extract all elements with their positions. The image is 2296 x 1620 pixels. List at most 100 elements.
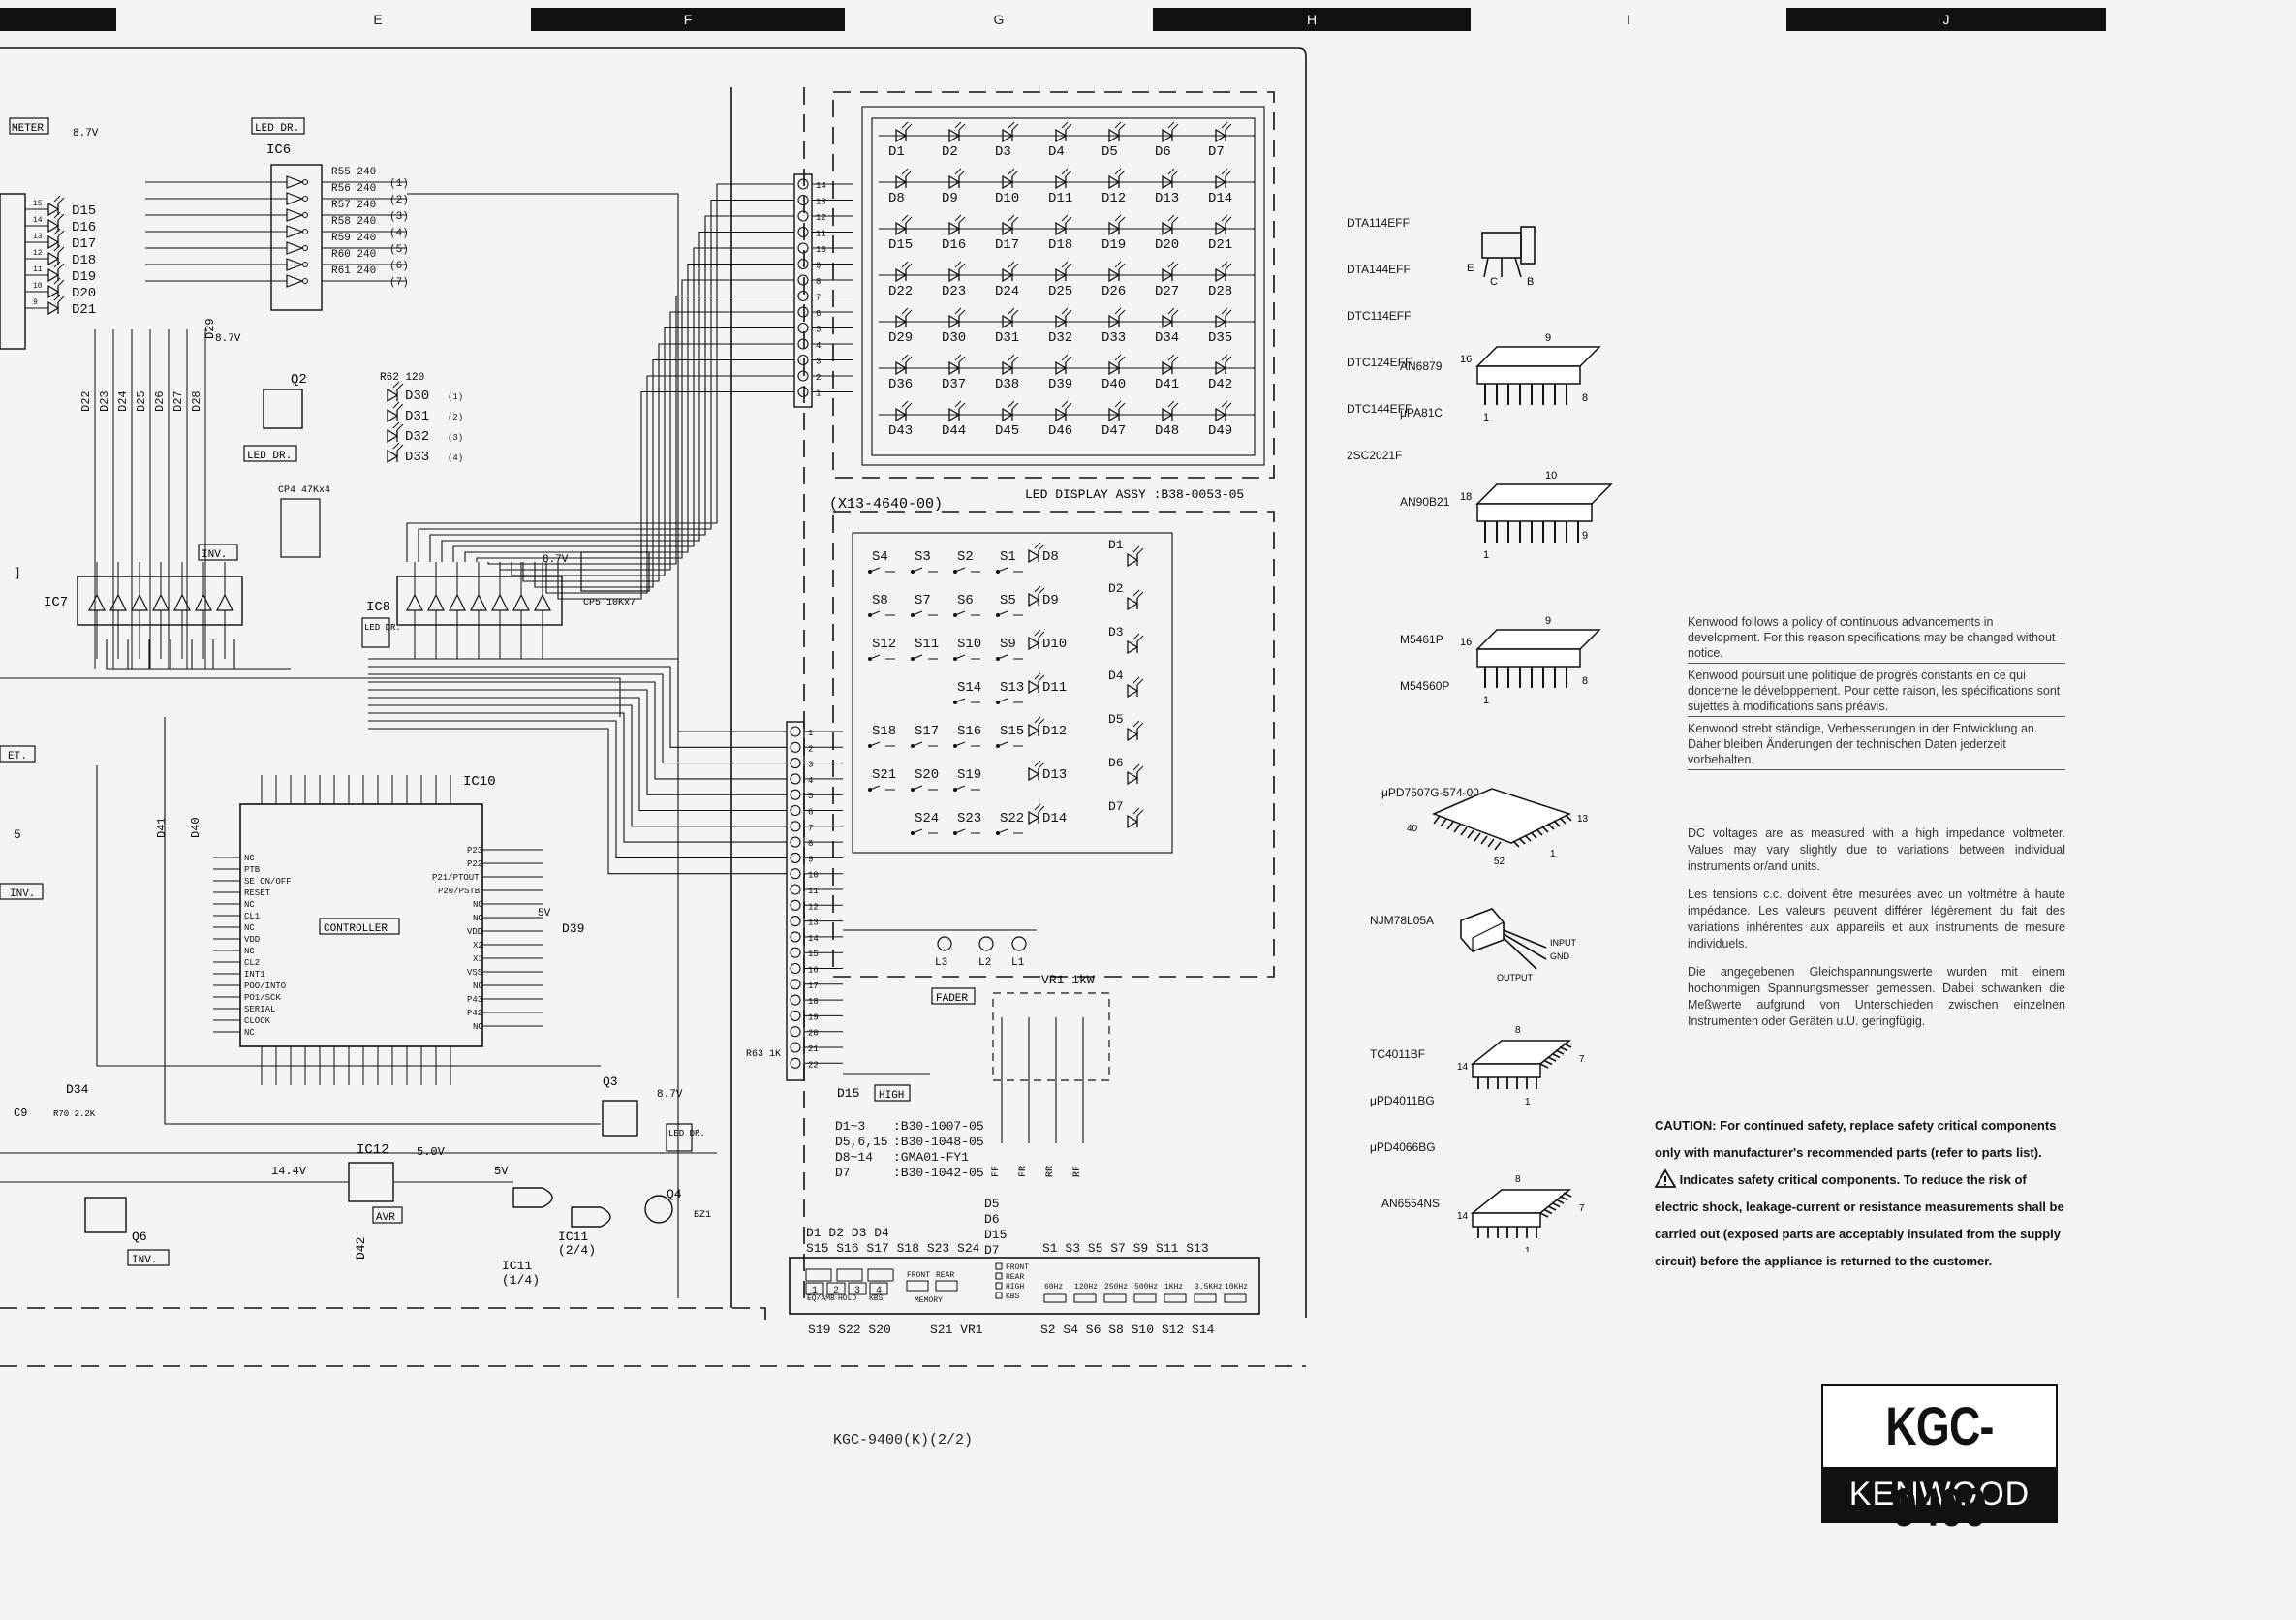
q6-label: Q6 — [132, 1230, 147, 1244]
panel-number-label-1: 2 — [833, 1286, 839, 1296]
model-badge: KGC-9400 KENWOOD — [1821, 1384, 2058, 1538]
meter-voltage: 8.7V — [73, 128, 99, 140]
eq-band-label-2: 250Hz — [1104, 1283, 1128, 1292]
indicator-led-label-2: D3 — [1108, 625, 1124, 639]
connector-led-pin-number-11: 4 — [816, 341, 821, 351]
vertical-led-label-2: D24 — [116, 390, 130, 412]
part-dip18-line-0: AN90B21 — [1400, 495, 1450, 509]
dip16-pin-label-first: 1 — [1483, 412, 1489, 423]
indicator-led-label-6: D7 — [1108, 799, 1124, 814]
connector-led-pin-number-13: 2 — [816, 373, 821, 383]
soic14-pin-label-0: 8 — [1515, 1025, 1521, 1036]
ic7-label: IC7 — [44, 595, 68, 610]
connector-switch-pin-19 — [790, 1010, 801, 1021]
led-matrix-label-5-2: D38 — [995, 377, 1019, 392]
switch-node-3-3 — [996, 701, 1000, 704]
ic6-output-pin-2: (3) — [389, 211, 409, 223]
ic6-output-pin-1: (2) — [389, 195, 409, 206]
bus-wire-long-1 — [0, 677, 621, 717]
switch-node-5-0 — [868, 788, 872, 792]
panel-key-label-1: HOLD — [838, 1294, 856, 1303]
eq-band-key-0 — [1043, 1293, 1067, 1303]
led-matrix-diode-6-4-rays — [1114, 400, 1126, 410]
switch-label-0-2: S2 — [957, 549, 974, 565]
qfp-pin-b-7 — [1553, 820, 1561, 827]
meter-led-5-rays — [53, 277, 65, 287]
qfp-pin-b-1 — [1518, 837, 1526, 845]
panel-key-label-2: KBS — [869, 1294, 884, 1303]
indicator-led-5 — [1127, 770, 1139, 786]
connector-led-pin-1 — [797, 178, 809, 190]
parts-row-1-left: D5,6,15 — [835, 1135, 888, 1149]
part-transistor-line-5: 2SC2021F — [1347, 449, 1403, 462]
eq-band-label-4: 1KHz — [1164, 1283, 1183, 1292]
switch-symbol-6-2 — [954, 828, 980, 834]
led-matrix-diode-3-4-rays — [1114, 261, 1126, 270]
switch-diode-2 — [1028, 636, 1040, 651]
v87-label-3: 8.7V — [543, 554, 569, 566]
soic14b-side-pin-5 — [1559, 1195, 1568, 1201]
q2-led-pin-3: (4) — [448, 453, 463, 463]
indicator-led-3 — [1127, 683, 1139, 699]
eq-band-key-1 — [1073, 1293, 1097, 1303]
led-matrix-label-3-1: D23 — [942, 284, 966, 299]
q2-led-1-rays — [392, 401, 404, 411]
cp5-label: CP5 10Kx7 — [583, 598, 636, 608]
left-five: 5 — [14, 827, 21, 842]
led-dr-label-4: LED DR. — [668, 1129, 705, 1138]
q3-body — [602, 1100, 638, 1137]
indicator-led-4 — [1127, 727, 1139, 742]
ic8gates-buffer-3 — [470, 593, 487, 611]
ic12-label: IC12 — [357, 1142, 389, 1158]
ic10-right-pin-3: P20/PSTB — [438, 887, 481, 896]
control-panel-box — [789, 1257, 1260, 1315]
ic11-label: IC11 — [502, 1259, 532, 1273]
meter-box — [9, 117, 49, 135]
connector-switch-pin-17 — [790, 979, 801, 990]
vr1-label: VR1 1kW — [1041, 973, 1095, 987]
panel-indicator-label-2: HIGH — [1006, 1283, 1024, 1292]
led-matrix-diode-4-2-rays — [1008, 307, 1019, 317]
panel-rear-key — [935, 1280, 958, 1292]
switch-label-4-3: S15 — [1000, 724, 1024, 739]
soic14-side-pin-6 — [1563, 1043, 1572, 1048]
bus-wire-led-1 — [418, 199, 794, 562]
part-soic14b-line-0: AN6554NS — [1381, 1197, 1441, 1210]
ic6-output-pin-5: (6) — [389, 261, 409, 272]
led-matrix-label-2-0: D15 — [888, 237, 913, 253]
switch-node-6-2 — [953, 831, 957, 835]
bz1-label: BZ1 — [694, 1210, 711, 1221]
ic6-resistor-label-6: R61 240 — [331, 265, 376, 277]
led-matrix-label-4-5: D34 — [1155, 330, 1179, 346]
led-matrix-diode-0-5-rays — [1167, 121, 1179, 131]
lamp-section: L3 L2 L1 VR1 1kW FADER FF FR RR RF D15 H… — [746, 487, 1244, 1177]
c9-label: C9 — [14, 1106, 27, 1120]
dip16b-pin-label-top: 9 — [1545, 615, 1551, 627]
panel-number-label-3: 4 — [876, 1286, 882, 1296]
connector-switch-pin-20 — [790, 1026, 801, 1038]
cp4-label: CP4 47Kx4 — [278, 485, 330, 496]
dip16-pin-label-last: 8 — [1582, 392, 1588, 404]
led-matrix-label-1-6: D14 — [1208, 191, 1232, 206]
switch-symbol-1-1 — [912, 610, 938, 616]
switch-node-3-2 — [953, 701, 957, 704]
connector-led-pin-12 — [797, 354, 809, 366]
switch-label-4-1: S17 — [915, 724, 939, 739]
transistor-pin-c: C — [1490, 276, 1498, 288]
zone-f: F — [531, 8, 845, 31]
switch-label-4-4: D12 — [1042, 724, 1067, 739]
connector-switch-pin-number-5: 5 — [808, 792, 813, 801]
switch-label-3-3: S13 — [1000, 680, 1024, 696]
part-transistor-names: DTA114EFF DTA144EFF DTC114EFF DTC124EFF … — [1347, 184, 1412, 494]
qfp-pin-a-9 — [1494, 841, 1502, 851]
ic6-resistor-label-3: R58 240 — [331, 216, 376, 228]
led-matrix-label-1-3: D11 — [1048, 191, 1072, 206]
part-regulator-names: NJM78L05A — [1370, 882, 1434, 959]
dc-note-de: Die angegebenen Gleichspannungswerte wur… — [1688, 965, 2065, 1028]
meter-led-2 — [47, 234, 60, 250]
part-dip16-line-0: AN6879 — [1400, 359, 1443, 373]
bus-wire-led-12 — [545, 375, 794, 594]
meter-pin-3: 12 — [33, 249, 43, 258]
bus-wire-left-down-2 — [96, 765, 601, 1067]
